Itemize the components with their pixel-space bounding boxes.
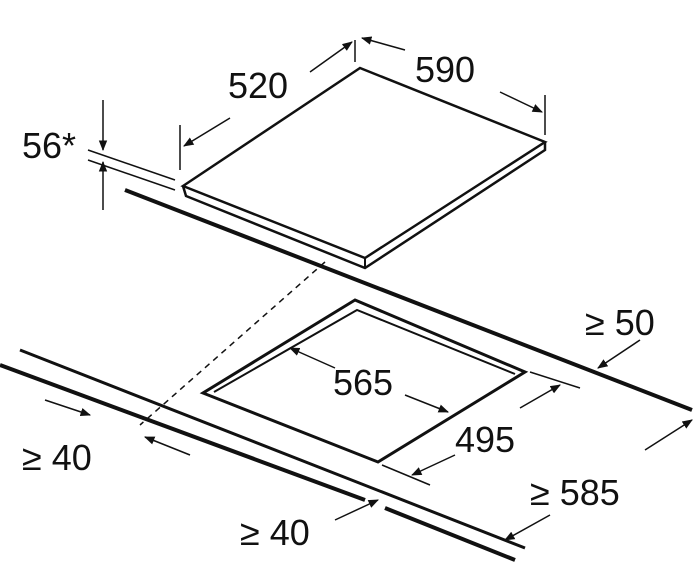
counter-depth-label: ≥ 585 xyxy=(530,472,620,513)
alignment-dashed-line xyxy=(139,261,326,426)
dimension-depth-label: 520 xyxy=(228,65,288,106)
front-clearance-label: ≥ 40 xyxy=(240,512,310,553)
countertop-front-edge-top xyxy=(19,348,526,550)
cutout-depth-label: 495 xyxy=(455,419,515,460)
countertop-rear-edge xyxy=(124,188,693,412)
cutout-width-label: 565 xyxy=(333,362,393,403)
cooktop-edge xyxy=(181,142,547,270)
dimension-height-label: 56* xyxy=(22,125,76,166)
rear-clearance-label: ≥ 50 xyxy=(585,302,655,343)
cutout xyxy=(199,298,529,464)
cooktop xyxy=(180,66,548,270)
side-clearance-label: ≥ 40 xyxy=(22,437,92,478)
dimension-width-label: 590 xyxy=(415,49,475,90)
countertop-front-edge xyxy=(0,363,366,502)
